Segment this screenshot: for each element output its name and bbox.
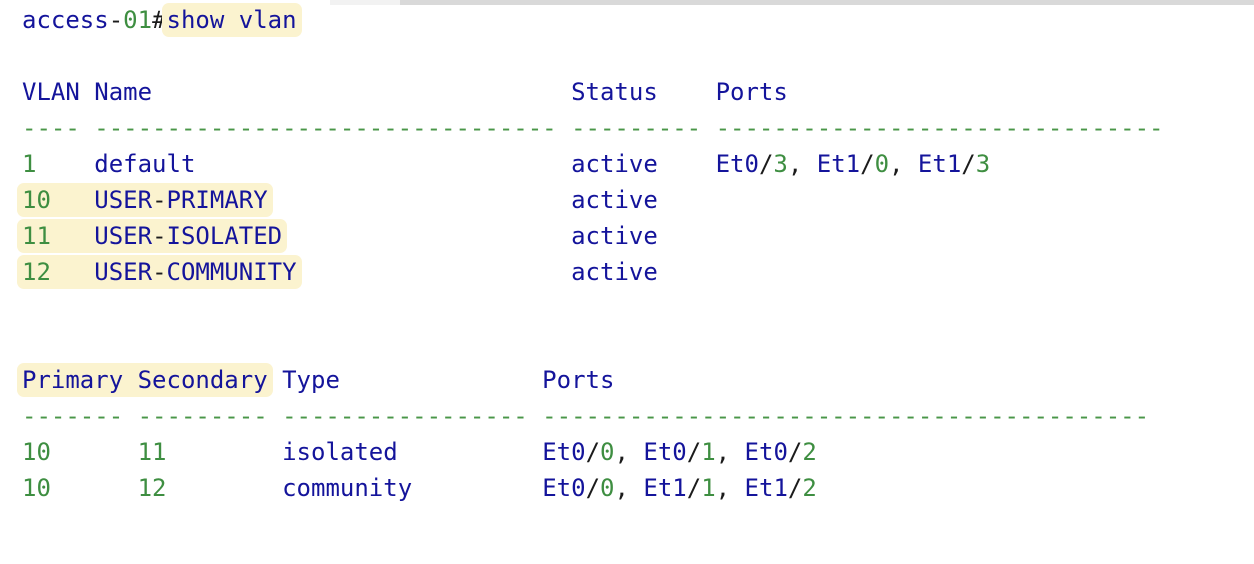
terminal-token: Et0 xyxy=(542,474,586,502)
vlan-row-10: 10 USER-PRIMARY active xyxy=(17,182,1164,218)
terminal-token: / xyxy=(686,474,702,502)
terminal-token: Type Ports xyxy=(267,366,615,394)
terminal-token: Et0 xyxy=(643,438,687,466)
pvlan-table-separator: ------- --------- ----------------- ----… xyxy=(22,398,1164,434)
terminal-token: - xyxy=(108,6,124,34)
terminal-token xyxy=(51,474,138,502)
scrollbar-track xyxy=(330,0,400,5)
terminal-token: 10 xyxy=(22,186,51,214)
terminal-token: isolated xyxy=(166,438,543,466)
terminal-token: VLAN Name Status Ports xyxy=(22,78,788,106)
terminal-token: 0 xyxy=(600,474,615,502)
highlight-mark: 10 USER-PRIMARY xyxy=(17,183,273,217)
terminal-token: access xyxy=(22,6,109,34)
blank-line xyxy=(22,326,1164,362)
terminal-token: ISOLATED xyxy=(166,222,283,250)
terminal-token: ------- --------- ----------------- ----… xyxy=(22,402,1150,430)
terminal-token: , xyxy=(614,438,644,466)
pvlan-table-header: Primary Secondary Type Ports xyxy=(17,362,1164,398)
terminal-token: active xyxy=(296,258,658,286)
terminal-token: 1 xyxy=(22,150,37,178)
highlight-mark: 12 USER-COMMUNITY xyxy=(17,255,302,289)
pvlan-row-community: 10 12 community Et0/0, Et1/1, Et1/2 xyxy=(22,470,1164,506)
terminal-token: 12 xyxy=(22,258,51,286)
terminal-token: / xyxy=(686,438,702,466)
terminal-token: Primary Secondary xyxy=(22,366,268,394)
terminal-token: / xyxy=(961,150,976,178)
terminal-token: PRIMARY xyxy=(166,186,268,214)
terminal-token: - xyxy=(152,222,167,250)
terminal-token: / xyxy=(787,474,803,502)
terminal-token: / xyxy=(585,474,601,502)
terminal-token: 11 xyxy=(22,222,51,250)
terminal-token: - xyxy=(152,258,167,286)
terminal-token: USER xyxy=(50,258,153,286)
terminal-token xyxy=(51,438,138,466)
terminal-token: 1 xyxy=(701,474,716,502)
terminal-token: , xyxy=(614,474,644,502)
terminal-token: 10 xyxy=(22,474,51,502)
highlight-mark: show vlan xyxy=(161,3,302,37)
vlan-row-11: 11 USER-ISOLATED active xyxy=(17,218,1164,254)
pvlan-row-isolated: 10 11 isolated Et0/0, Et0/1, Et0/2 xyxy=(22,434,1164,470)
vlan-row-12: 12 USER-COMMUNITY active xyxy=(17,254,1164,290)
terminal-token: 0 xyxy=(874,150,890,178)
terminal-token: Et1 xyxy=(917,150,962,178)
blank-line xyxy=(22,290,1164,326)
terminal-token: ---- -------------------------------- --… xyxy=(22,114,1164,142)
terminal-token: 2 xyxy=(802,474,817,502)
terminal-token: 3 xyxy=(975,150,991,178)
terminal-token: active xyxy=(282,222,658,250)
terminal-token: Et1 xyxy=(744,474,788,502)
terminal-token: , xyxy=(715,474,745,502)
terminal-token: / xyxy=(585,438,601,466)
terminal-token: community xyxy=(166,474,543,502)
terminal-token: 10 xyxy=(22,438,51,466)
vlan-table-separator: ---- -------------------------------- --… xyxy=(22,110,1164,146)
terminal-token: / xyxy=(787,438,803,466)
terminal-token: 01 xyxy=(123,6,153,34)
terminal-token: , xyxy=(715,438,745,466)
blank-line xyxy=(22,38,1164,74)
terminal-token: / xyxy=(758,150,774,178)
terminal-token: USER xyxy=(50,186,153,214)
terminal-token: COMMUNITY xyxy=(166,258,297,286)
terminal-token: Et0 xyxy=(542,438,586,466)
terminal-token: Et1 xyxy=(643,474,687,502)
highlight-mark: 11 USER-ISOLATED xyxy=(17,219,288,253)
terminal-token: Et0 xyxy=(715,150,759,178)
terminal-token: - xyxy=(152,186,167,214)
terminal-token: Et0 xyxy=(744,438,788,466)
terminal-token: 2 xyxy=(802,438,817,466)
terminal-token: , xyxy=(787,150,817,178)
vlan-table-header: VLAN Name Status Ports xyxy=(22,74,1164,110)
terminal-token: USER xyxy=(50,222,153,250)
terminal-token: show vlan xyxy=(166,6,297,34)
terminal-token: 3 xyxy=(773,150,788,178)
terminal-token: , xyxy=(889,150,918,178)
terminal-token: 11 xyxy=(137,438,167,466)
cli-command-line: access-01#show vlan xyxy=(22,2,1164,38)
vlan-row-1: 1 default active Et0/3, Et1/0, Et1/3 xyxy=(22,146,1164,182)
scrollbar-thumb[interactable] xyxy=(400,0,1254,5)
terminal-token: / xyxy=(860,150,875,178)
terminal-token: 0 xyxy=(600,438,615,466)
terminal-token: active xyxy=(267,186,658,214)
terminal-token: 1 xyxy=(701,438,716,466)
highlight-mark: Primary Secondary xyxy=(17,363,273,397)
terminal-token: default active xyxy=(36,150,716,178)
terminal-token: 12 xyxy=(137,474,167,502)
terminal-token: Et1 xyxy=(816,150,861,178)
